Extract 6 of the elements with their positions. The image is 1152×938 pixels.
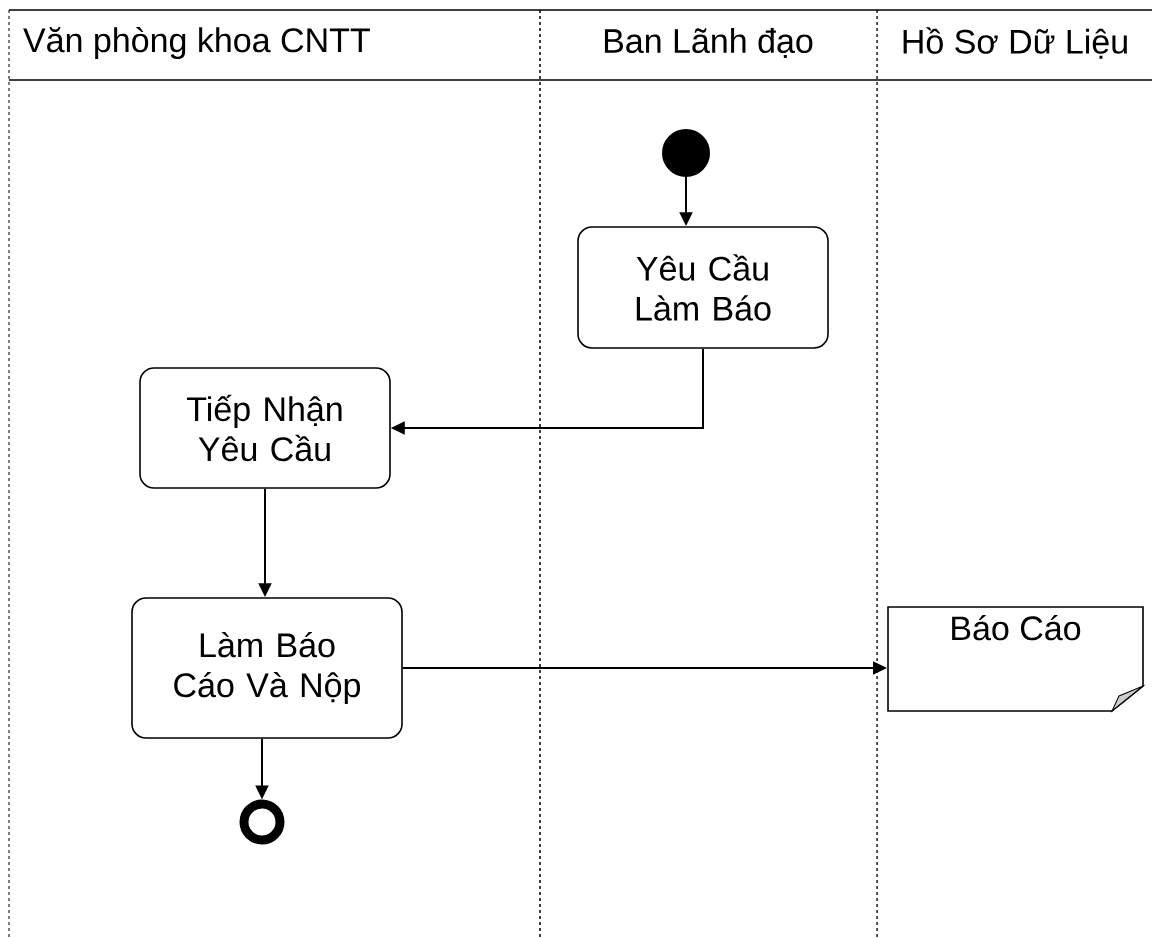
activity-box: Làm Báo Cáo Và Nộp xyxy=(131,597,403,739)
activity-box: Yêu Cầu Làm Báo xyxy=(577,226,829,349)
end-node xyxy=(239,799,285,845)
activity-box: Tiếp Nhận Yêu Cầu xyxy=(139,367,391,489)
document-note: Báo Cáo xyxy=(887,606,1144,712)
start-node xyxy=(662,129,710,177)
